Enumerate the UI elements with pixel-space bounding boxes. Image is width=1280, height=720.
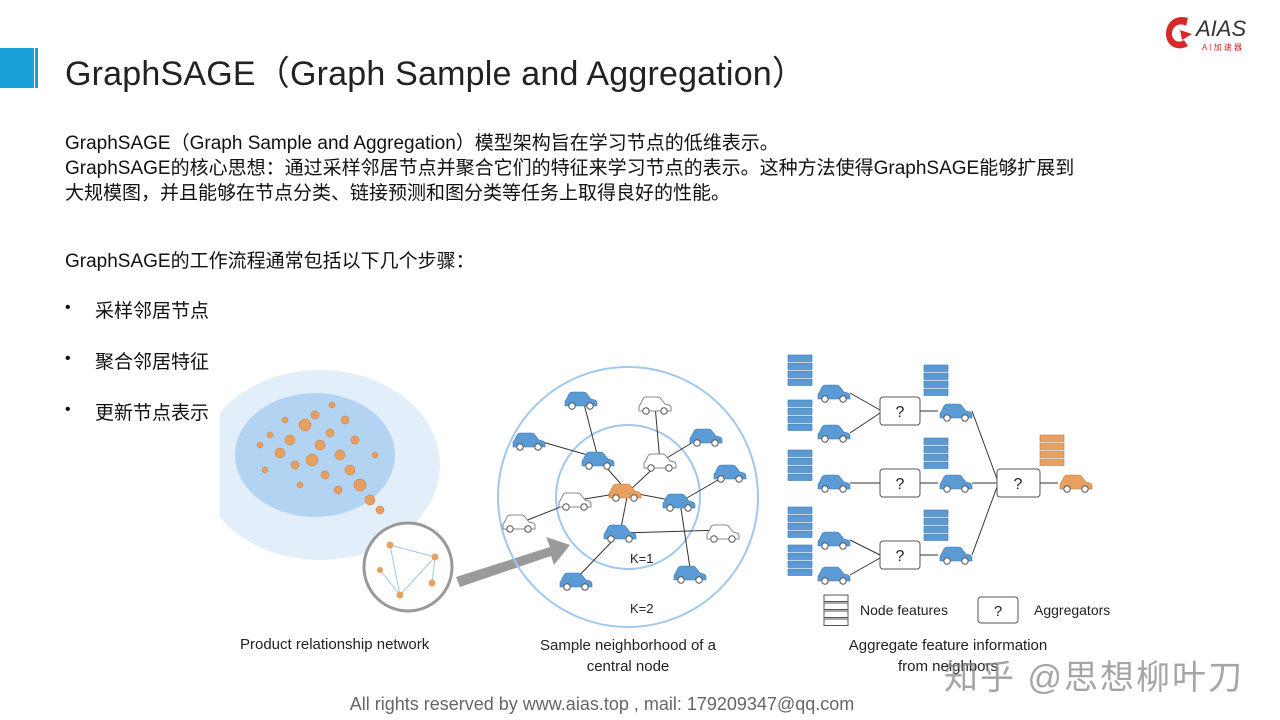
k1-label: K=1: [630, 551, 654, 566]
step-item: • 采样邻居节点: [65, 296, 209, 347]
step-label: 更新节点表示: [95, 403, 210, 424]
bullet-icon: •: [65, 299, 71, 316]
car-icon: [502, 396, 740, 543]
aias-logo: AIAS A I 加 速 器: [1166, 16, 1246, 52]
step-label: 聚合邻居特征: [95, 352, 210, 373]
footer-copyright: All rights reserved by www.aias.top , ma…: [349, 694, 855, 714]
feature-stack-icon: [787, 354, 949, 576]
legend-node-features: Node features: [860, 602, 948, 618]
step-item: • 更新节点表示: [65, 398, 209, 449]
caption-network: Product relationship network: [240, 636, 430, 653]
caption-aggregate-line-2: from neighbors: [898, 658, 998, 675]
step-label: 采样邻居节点: [95, 301, 210, 322]
aggregator-symbol: ?: [896, 548, 905, 565]
aggregation-diagram: ? ? ? ? Node features ? Aggregators Aggr…: [787, 354, 1110, 675]
caption-aggregate-line-1: Aggregate feature information: [849, 637, 1047, 654]
logo-subtitle: A I 加 速 器: [1202, 42, 1242, 52]
product-network: Product relationship network: [220, 370, 570, 653]
steps-heading: GraphSAGE的工作流程通常包括以下几个步骤：: [65, 251, 475, 272]
aggregator-symbol: ?: [994, 603, 1002, 620]
zoom-lens: [362, 521, 454, 613]
aggregator-box: [879, 396, 1041, 570]
output-feature-stack-icon: [1039, 434, 1065, 466]
intro-line-1: GraphSAGE（Graph Sample and Aggregation）模…: [65, 133, 779, 154]
k2-label: K=2: [630, 601, 654, 616]
network-nodes: [256, 401, 385, 515]
slide-title: GraphSAGE（Graph Sample and Aggregation）: [65, 55, 807, 93]
step-item: • 聚合邻居特征: [65, 347, 209, 398]
intro-line-3: 大规模图，并且能够在节点分类、链接预测和图分类等任务上取得良好的性能。: [65, 183, 731, 204]
steps-list: • 采样邻居节点 • 聚合邻居特征 • 更新节点表示: [65, 296, 209, 449]
aggregator-symbol: ?: [896, 476, 905, 493]
central-node-car-icon: [608, 483, 642, 502]
title-accent-bar: [0, 48, 38, 88]
logo-text: AIAS: [1194, 16, 1246, 41]
bullet-icon: •: [65, 401, 71, 418]
caption-sample-line-1: Sample neighborhood of a: [540, 637, 717, 654]
watermark: 知乎 @思想柳叶刀: [944, 659, 1244, 697]
graphsage-figure: Product relationship network K=1 K=2 Sam…: [220, 354, 1110, 675]
target-car-icon: [1059, 474, 1093, 493]
sample-neighborhood: K=1 K=2 Sample neighborhood of a central…: [497, 366, 759, 675]
legend-aggregators: Aggregators: [1034, 602, 1110, 618]
intro-line-2: GraphSAGE的核心思想：通过采样邻居节点并聚合它们的特征来学习节点的表示。…: [65, 158, 1075, 179]
caption-sample-line-2: central node: [587, 658, 670, 675]
legend-node-features-icon: [823, 594, 849, 626]
aggregator-symbol: ?: [1014, 476, 1023, 493]
intro-paragraph: GraphSAGE（Graph Sample and Aggregation）模…: [65, 131, 1215, 206]
arrow-icon: [456, 537, 570, 587]
aggregator-symbol: ?: [896, 404, 905, 421]
bullet-icon: •: [65, 350, 71, 367]
legend-aggregator-icon: [977, 596, 1019, 624]
